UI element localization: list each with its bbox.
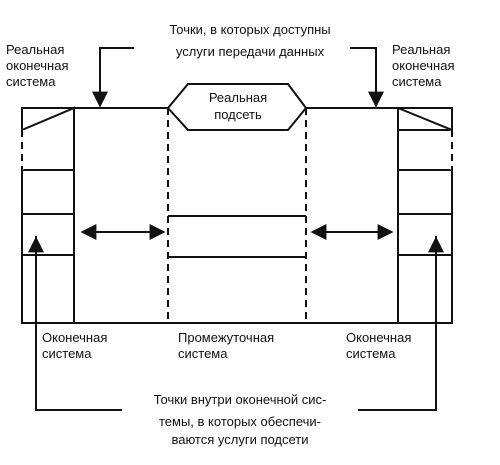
end-system-right-line-2: система — [346, 346, 396, 361]
left-real-system-line-2: оконечная — [6, 58, 69, 73]
end-system-left-line-2: система — [42, 346, 92, 361]
right-real-system-line-1: Реальная — [392, 42, 451, 57]
end-system-left-line-1: Оконечная — [42, 330, 108, 345]
left-real-system-line-3: система — [6, 74, 56, 89]
top-note-line-2: услуги передачи данных — [175, 44, 325, 59]
subnet-hexagon — [166, 83, 308, 131]
end-system-right-line-1: Оконечная — [346, 330, 412, 345]
top-bracket — [99, 47, 134, 104]
bottom-note-line-1: Точки внутри оконечной сис- — [153, 392, 327, 407]
right-system-slant — [397, 107, 453, 131]
intermediate-system-line-1: Промежуточная — [178, 330, 275, 345]
right-real-system-line-3: система — [392, 74, 442, 89]
subnet-label-line-1: Реальная — [208, 90, 268, 105]
top-note-line-1: Точки, в которых доступны — [169, 22, 331, 37]
bottom-note-line-2: темы, в которых обеспечи- — [158, 414, 322, 429]
left-system-slant — [21, 106, 75, 131]
top-note-mask — [136, 40, 348, 58]
bottom-note-line-3: ваются услуги подсети — [171, 432, 309, 447]
right-real-system-line-2: оконечная — [392, 58, 455, 73]
intermediate-system-line-2: система — [178, 346, 228, 361]
subnet-label-line-2: подсеть — [214, 107, 262, 122]
bottom-note-mask — [122, 400, 358, 420]
left-real-system-line-1: Реальная — [6, 42, 65, 57]
